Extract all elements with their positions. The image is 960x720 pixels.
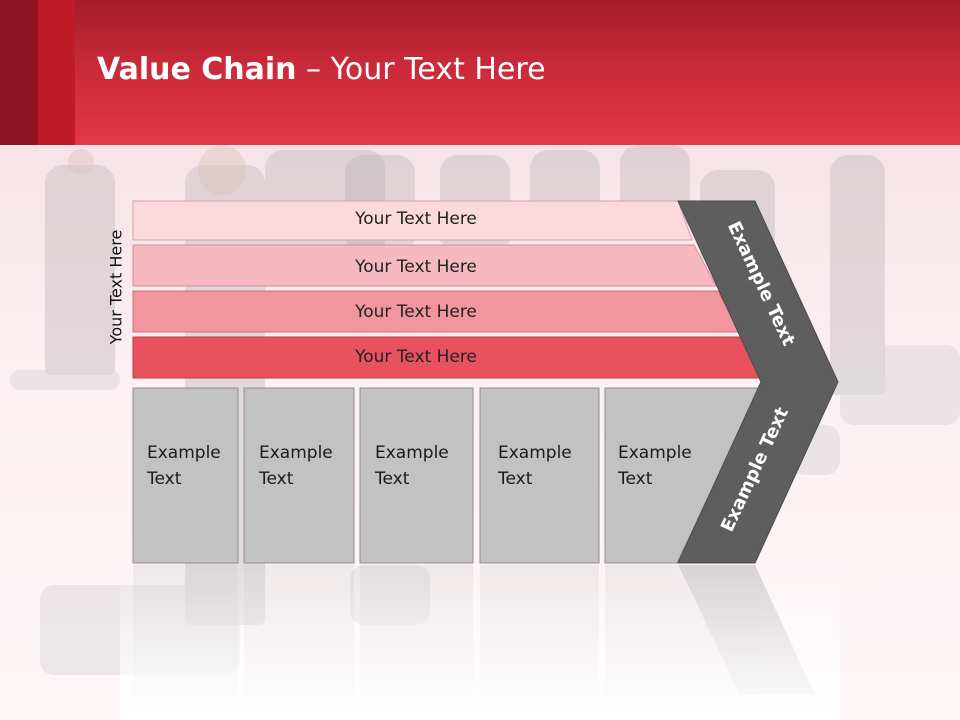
- slide-title-bold: Value Chain: [97, 52, 297, 87]
- primary-cell-3-line2: Text: [374, 469, 410, 489]
- support-bar-2-label: Your Text Here: [354, 257, 477, 277]
- background-person: [45, 165, 115, 375]
- primary-cell-1-line1: Example: [147, 443, 221, 463]
- support-bar-4-label: Your Text Here: [354, 347, 477, 367]
- primary-cell-5-line1: Example: [618, 443, 692, 463]
- header-accent-strip: [0, 0, 38, 145]
- primary-cell-4: [479, 387, 600, 564]
- primary-cell-1: [132, 387, 239, 564]
- puzzle-piece: [10, 370, 120, 390]
- primary-cell-4-line1: Example: [498, 443, 572, 463]
- support-bar-1: [132, 200, 693, 241]
- slide-title: Value Chain – Your Text Here: [97, 52, 546, 87]
- background-person-head: [68, 149, 94, 175]
- reflection-fade: [120, 563, 840, 720]
- support-bar-3-label: Your Text Here: [354, 302, 477, 322]
- primary-cell-2: [243, 387, 355, 564]
- support-bar-1-label: Your Text Here: [354, 209, 477, 229]
- primary-cell-2-line2: Text: [258, 469, 294, 489]
- support-bar-2: [132, 244, 717, 287]
- primary-cell-1-line2: Text: [146, 469, 182, 489]
- primary-cell-2-line1: Example: [259, 443, 333, 463]
- slide-title-rest: – Your Text Here: [296, 52, 546, 87]
- background-person-head: [198, 145, 246, 195]
- primary-cell-3-line1: Example: [375, 443, 449, 463]
- puzzle-piece: [840, 345, 960, 425]
- header-accent-strip: [38, 0, 75, 145]
- header-band: Value Chain – Your Text Here: [0, 0, 960, 145]
- primary-cell-4-line2: Text: [497, 469, 533, 489]
- primary-cell-3: [359, 387, 474, 564]
- primary-cell-5-line2: Text: [617, 469, 653, 489]
